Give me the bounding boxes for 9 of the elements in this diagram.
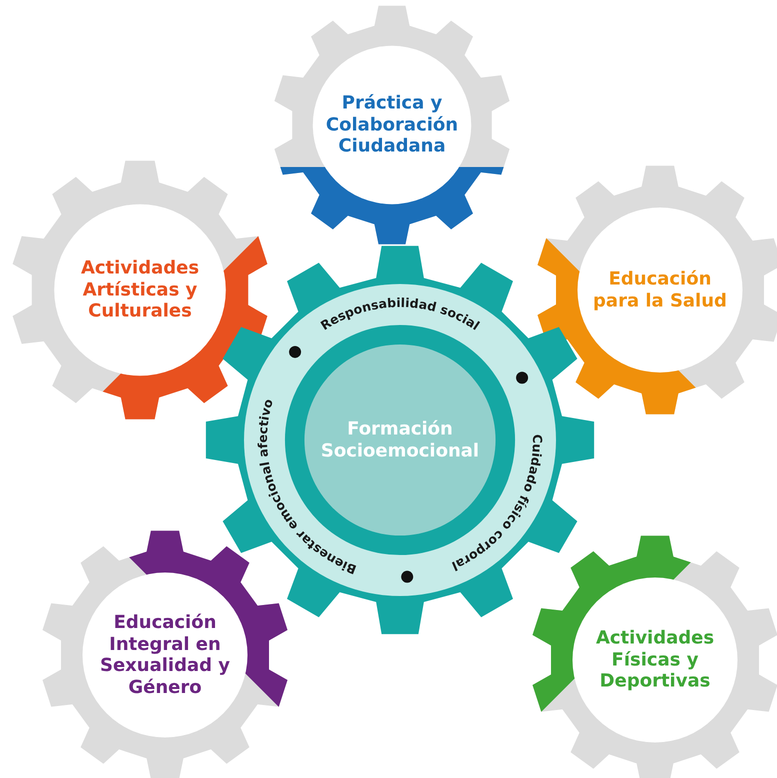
gear-label: Actividades Artísticas y Culturales — [80, 258, 200, 322]
gear — [530, 535, 777, 778]
center-label: Formación Socioemocional — [320, 418, 480, 462]
gear-label: Educación para la Salud — [592, 268, 728, 312]
gear-label: Actividades Físicas y Deportivas — [594, 628, 716, 692]
gear — [535, 165, 777, 415]
gear-label: Práctica y Colaboración Ciudadana — [324, 92, 460, 158]
gear-label: Educación Integral en Sexualidad y Género — [99, 612, 231, 698]
gear — [272, 5, 512, 245]
